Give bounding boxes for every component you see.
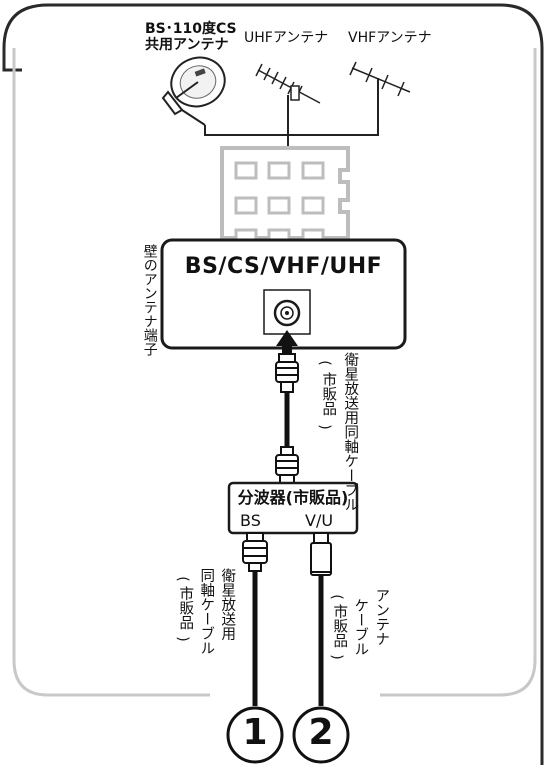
splitter-box: [227, 481, 359, 535]
upper-note-open-paren: (: [316, 360, 333, 366]
right-note-close-paren: ): [328, 654, 345, 660]
wall-terminal-side-label: 壁のアンテナ端子: [141, 244, 158, 356]
left-cable-label-2: 同軸ケーブル: [198, 568, 215, 655]
right-cable-label-2: ケーブル: [352, 598, 369, 656]
left-note-close-paren: ): [174, 636, 191, 642]
frame-tab: [2, 60, 22, 72]
bs-output-connector: [242, 532, 268, 572]
inner-panel: [12, 48, 537, 697]
wall-terminal-title: BS/CS/VHF/UHF: [184, 254, 383, 279]
left-cable-note: 市販品: [177, 586, 194, 630]
left-note-open-paren: (: [174, 576, 191, 582]
marker-2-label: 2: [308, 712, 334, 753]
bs-cs-antenna-label-2: 共用アンテナ: [145, 37, 229, 53]
vhf-antenna-label: VHFアンテナ: [348, 30, 432, 46]
upper-cable-note: 市販品: [320, 372, 337, 416]
left-cable-label-1: 衛星放送用: [219, 568, 236, 641]
antenna-wiring: [204, 125, 379, 136]
right-cable-note: 市販品: [331, 604, 348, 648]
upper-note-close-paren: ): [316, 424, 333, 430]
marker-2-circle: [292, 706, 350, 764]
bs-dish-antenna-icon: [161, 56, 226, 126]
uhf-antenna-label: UHFアンテナ: [244, 30, 329, 46]
marker-1-circle: [226, 706, 284, 764]
arrow-up-icon: [276, 330, 298, 354]
right-note-open-paren: (: [328, 594, 345, 600]
upper-cable-connector: [275, 353, 299, 393]
marker-1-label: 1: [242, 712, 268, 753]
bs-cs-antenna-label-1: BS･110度CS: [145, 21, 237, 37]
uhf-antenna-icon: [255, 63, 321, 148]
upper-cable-label: 衛星放送用同軸ケーブル: [342, 352, 359, 512]
splitter-port-bs: BS: [240, 511, 261, 530]
vu-output-connector: [310, 532, 332, 576]
splitter-input-connector: [275, 446, 299, 484]
splitter-title: 分波器(市販品): [237, 488, 349, 507]
right-cable-label-1: アンテナ: [373, 588, 390, 646]
building-icon: [220, 146, 350, 242]
splitter-port-vu: V/U: [305, 511, 334, 530]
vhf-antenna-icon: [349, 61, 411, 132]
outer-frame: [2, 3, 544, 765]
